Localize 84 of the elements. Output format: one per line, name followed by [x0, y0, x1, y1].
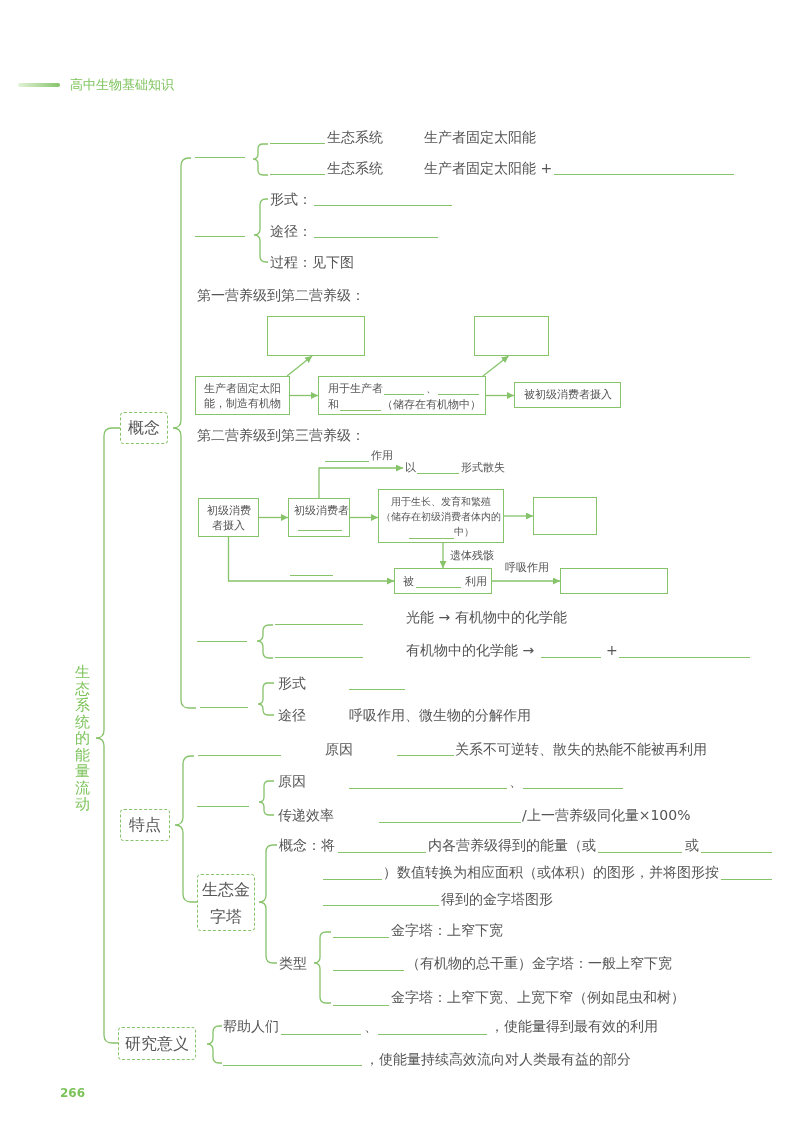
- box-text: 被: [403, 575, 414, 589]
- box-text: 被初级消费者摄入: [523, 388, 612, 402]
- process-box: [514, 382, 621, 408]
- prompt-text: 生产者固定太阳能: [424, 129, 536, 145]
- prompt-text: 原因: [325, 741, 353, 757]
- prompt-text: 帮助人们: [223, 1018, 279, 1034]
- prompt-text: 金字塔：上窄下宽、上宽下窄（例如昆虫和树）: [391, 989, 685, 1005]
- box-text: 初级消费者: [294, 503, 349, 517]
- page-number: 266: [60, 1085, 86, 1101]
- arrow: [227, 536, 395, 585]
- topic-title: 生态系统的能量流动: [75, 664, 90, 813]
- arrow: [482, 355, 510, 377]
- prompt-text: 类型: [279, 955, 307, 971]
- prompt-text: 、: [364, 1018, 378, 1034]
- box-text: 和: [328, 398, 339, 412]
- arrow: [286, 355, 313, 377]
- box-text: 生态金字塔: [201, 878, 251, 928]
- box-text: （储存在初级消费者体内的: [381, 509, 501, 524]
- prompt-text: 途径: [278, 707, 306, 723]
- topic-box: [120, 809, 170, 841]
- prompt-text: 内各营养级得到的能量（或: [428, 837, 596, 853]
- process-box: [288, 498, 350, 537]
- prompt-text: 、: [509, 773, 523, 789]
- topic-box: [120, 412, 168, 444]
- box-text: 利用: [465, 575, 487, 589]
- prompt-text: 过程：见下图: [270, 254, 354, 270]
- prompt-text: 生态系统: [327, 129, 383, 145]
- prompt-text: ）数值转换为相应面积（或体积）的图形，并将图形按: [383, 864, 719, 880]
- edge-label: 遗体残骸: [450, 549, 494, 561]
- prompt-text: 金字塔：上窄下宽: [391, 922, 503, 938]
- edge-label: 作用: [371, 449, 393, 461]
- box-text: 、: [426, 382, 437, 396]
- box-text: 特点: [129, 815, 161, 835]
- flow-text: 形式散失: [461, 461, 505, 475]
- prompt-text: 概念：将: [279, 837, 335, 853]
- box-text: 中）: [453, 524, 474, 539]
- prompt-text: ，使能量得到最有效的利用: [490, 1018, 658, 1034]
- edge-label: 呼吸作用: [505, 561, 549, 573]
- prompt-text: 光能 → 有机物中的化学能: [406, 609, 567, 625]
- arrow: [439, 542, 447, 569]
- prompt-text: 关系不可逆转、散失的热能不能被再利用: [455, 741, 707, 757]
- arrow: [289, 392, 319, 399]
- prompt-text: 传递效率: [278, 807, 334, 823]
- arrow: [258, 514, 289, 521]
- box-text: 初级消费者摄入: [205, 502, 252, 533]
- answer-box: [474, 316, 549, 356]
- prompt-text: +: [606, 642, 618, 658]
- answer-box: [267, 316, 365, 356]
- topic-box: [118, 1027, 196, 1060]
- process-box: [318, 376, 486, 415]
- prompt-text: 呼吸作用、微生物的分解作用: [349, 707, 531, 723]
- prompt-text: /上一营养级同化量×100%: [522, 807, 691, 823]
- arrow: [503, 512, 534, 520]
- prompt-text: ，使能量持续高效流向对人类最有益的部分: [365, 1051, 631, 1067]
- prompt-text: 形式：: [270, 191, 312, 207]
- box-text: 概念: [128, 418, 160, 438]
- prompt-text: 途径：: [270, 223, 312, 239]
- box-text: （储存在有机物中）: [382, 398, 481, 412]
- subheading: 第一营养级到第二营养级：: [197, 287, 365, 303]
- process-box: [198, 498, 259, 537]
- prompt-text: （有机物的总干重）金字塔：一般上窄下宽: [406, 955, 672, 971]
- prompt-text: 原因: [278, 773, 306, 789]
- answer-box: [533, 497, 597, 535]
- running-header: 高中生物基础知识: [70, 77, 174, 93]
- prompt-text: 生态系统: [327, 160, 383, 176]
- box-text: 用于生产者: [328, 382, 383, 396]
- arrow: [349, 514, 379, 521]
- process-box: [394, 568, 492, 594]
- prompt-text: 形式: [278, 675, 306, 691]
- box-text: 生产者固定太阳能，制造有机物: [203, 380, 282, 411]
- process-box: [378, 489, 504, 543]
- process-box: [195, 376, 290, 415]
- prompt-text: 得到的金字塔图形: [441, 891, 553, 907]
- box-text: 用于生长、发育和繁殖: [391, 494, 491, 509]
- answer-box: [560, 568, 668, 594]
- arrow: [491, 577, 561, 585]
- prompt-text: 有机物中的化学能 →: [406, 642, 535, 658]
- prompt-text: 或: [685, 837, 699, 853]
- flow-text: 以: [405, 461, 416, 475]
- arrow: [485, 392, 515, 399]
- arrow: [318, 464, 404, 499]
- subheading: 第二营养级到第三营养级：: [197, 427, 365, 443]
- box-text: 研究意义: [125, 1033, 189, 1054]
- prompt-text: 生产者固定太阳能 +: [424, 160, 553, 176]
